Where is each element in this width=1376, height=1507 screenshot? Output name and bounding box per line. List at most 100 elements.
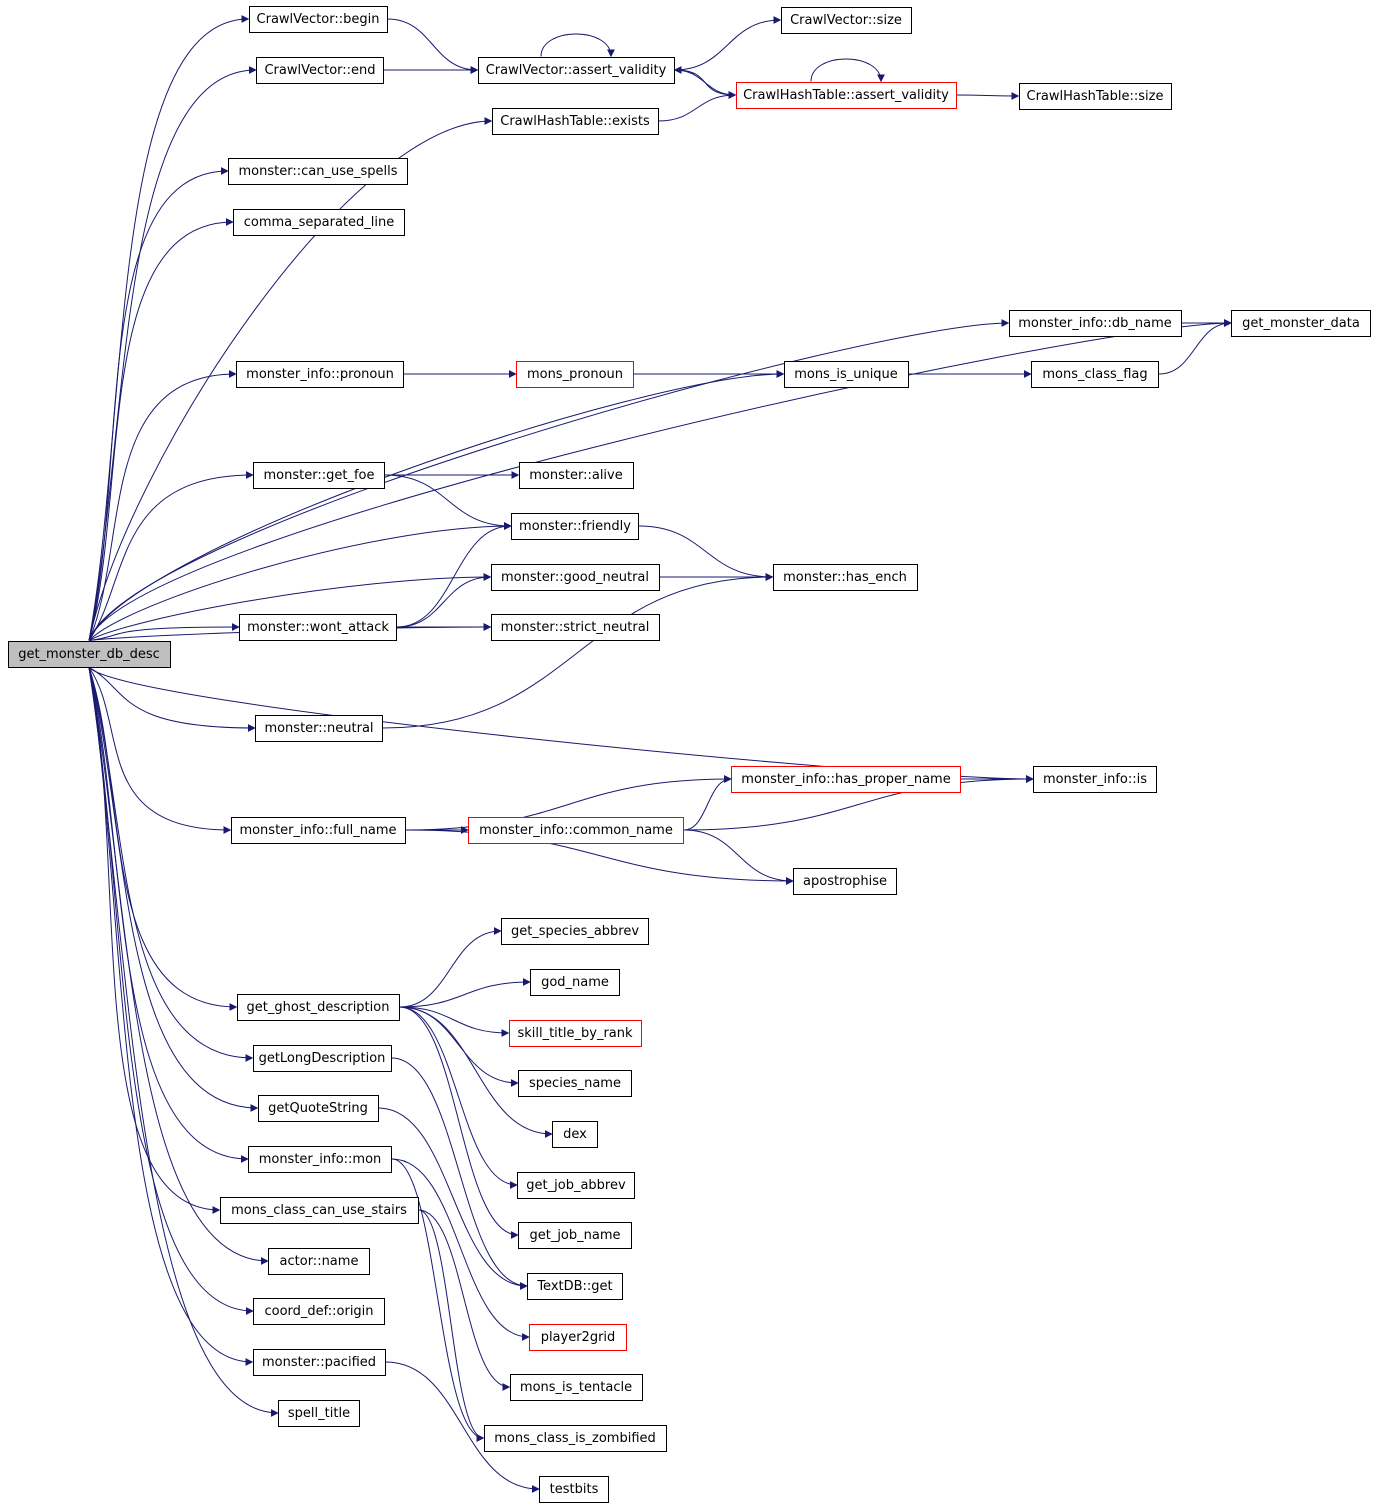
node-apostrophise[interactable]: apostrophise <box>793 867 897 895</box>
node-pacified[interactable]: monster::pacified <box>252 1348 386 1376</box>
node-strict-neutral[interactable]: monster::strict_neutral <box>490 613 660 641</box>
edge-cv-assert-to-cv-assert <box>540 33 615 58</box>
edge-pacified-to-testbits <box>385 1361 540 1493</box>
edge-root-to-spell-title <box>88 667 279 1417</box>
edge-root-to-comma-line <box>88 218 234 641</box>
node-player2grid[interactable]: player2grid <box>529 1323 627 1351</box>
node-dex[interactable]: dex <box>552 1120 598 1148</box>
edge-root-to-wont-attack <box>88 623 240 641</box>
node-cv-size[interactable]: CrawlVector::size <box>780 6 912 34</box>
node-cht-assert[interactable]: CrawlHashTable::assert_validity <box>735 81 957 109</box>
node-pronoun[interactable]: monster_info::pronoun <box>236 360 404 388</box>
node-textdb-get[interactable]: TextDB::get <box>527 1272 623 1300</box>
edge-root-to-pronoun <box>88 370 237 641</box>
node-mons-pronoun[interactable]: mons_pronoun <box>516 360 634 388</box>
node-cht-size[interactable]: CrawlHashTable::size <box>1018 82 1172 110</box>
edge-root-to-neutral <box>88 667 256 732</box>
edge-root-to-pacified <box>88 667 254 1366</box>
node-testbits[interactable]: testbits <box>539 1475 609 1503</box>
edge-root-to-mi-mon <box>88 667 249 1163</box>
node-actor-name[interactable]: actor::name <box>268 1247 370 1275</box>
node-good-neutral[interactable]: monster::good_neutral <box>490 563 660 591</box>
node-god-name[interactable]: god_name <box>530 968 620 996</box>
edge-root-to-can-use-spells <box>88 167 229 641</box>
node-coord-origin[interactable]: coord_def::origin <box>253 1297 385 1325</box>
edge-wont-attack-to-good-neutral <box>396 573 492 628</box>
node-friendly[interactable]: monster::friendly <box>511 512 639 540</box>
node-species-abbrev[interactable]: get_species_abbrev <box>501 917 649 945</box>
node-spell-title[interactable]: spell_title <box>278 1399 360 1427</box>
node-alive[interactable]: monster::alive <box>518 461 634 489</box>
edge-cht-assert-to-cht-size <box>956 91 1020 100</box>
edge-ghost-desc-to-dex <box>399 1006 553 1138</box>
node-job-abbrev[interactable]: get_job_abbrev <box>517 1171 635 1199</box>
edge-common-name-to-mi-is <box>683 775 1034 831</box>
edge-root-to-ghost-desc <box>88 667 238 1011</box>
node-neutral[interactable]: monster::neutral <box>255 714 383 742</box>
node-mi-is[interactable]: monster_info::is <box>1033 765 1157 793</box>
node-is-tentacle[interactable]: mons_is_tentacle <box>509 1373 643 1401</box>
node-get-foe[interactable]: monster::get_foe <box>253 461 385 489</box>
edge-ghost-desc-to-god-name <box>399 978 531 1008</box>
node-cv-end[interactable]: CrawlVector::end <box>256 56 384 84</box>
edge-cv-begin-to-cv-assert <box>387 18 479 74</box>
node-wont-attack[interactable]: monster::wont_attack <box>239 613 397 641</box>
node-cv-begin[interactable]: CrawlVector::begin <box>248 5 388 33</box>
node-quote-string[interactable]: getQuoteString <box>257 1094 379 1122</box>
edge-root-to-quote-string <box>88 667 259 1112</box>
node-species-name[interactable]: species_name <box>518 1069 632 1097</box>
node-cv-assert[interactable]: CrawlVector::assert_validity <box>477 56 675 84</box>
edge-quote-string-to-textdb-get <box>378 1107 528 1290</box>
node-comma-line[interactable]: comma_separated_line <box>233 208 405 236</box>
edge-root-to-coord-origin <box>88 667 254 1315</box>
node-ghost-desc[interactable]: get_ghost_description <box>236 993 400 1021</box>
edge-root-to-full-name <box>88 667 232 834</box>
edge-cv-assert-to-cv-size <box>674 16 782 71</box>
node-common-name[interactable]: monster_info::common_name <box>468 816 684 844</box>
node-mi-mon[interactable]: monster_info::mon <box>248 1145 392 1173</box>
edge-friendly-to-has-ench <box>638 525 774 581</box>
edge-mons-class-flag-to-get-monster-data <box>1158 319 1232 375</box>
node-get-monster-data[interactable]: get_monster_data <box>1231 309 1371 337</box>
edge-common-name-to-apostrophise <box>683 829 794 885</box>
edge-mi-mon-to-player2grid <box>391 1158 530 1341</box>
node-cht-exists[interactable]: CrawlHashTable::exists <box>491 107 659 135</box>
node-job-name[interactable]: get_job_name <box>518 1221 632 1249</box>
edge-get-foe-to-friendly <box>384 474 512 530</box>
node-is-zombified[interactable]: mons_class_is_zombified <box>483 1424 667 1452</box>
edge-root-to-good-neutral <box>88 573 492 641</box>
node-skill-title[interactable]: skill_title_by_rank <box>508 1019 642 1047</box>
node-mons-class-flag[interactable]: mons_class_flag <box>1031 360 1159 388</box>
node-full-name[interactable]: monster_info::full_name <box>230 816 406 844</box>
node-has-ench[interactable]: monster::has_ench <box>772 563 918 591</box>
edge-root-to-long-desc <box>88 667 254 1062</box>
edge-ghost-desc-to-job-abbrev <box>399 1006 518 1189</box>
edge-cht-assert-to-cv-assert <box>673 66 736 96</box>
edge-ghost-desc-to-skill-title <box>399 1006 510 1037</box>
edge-use-stairs-to-is-tentacle <box>418 1209 511 1391</box>
edge-root-to-actor-name <box>88 667 269 1265</box>
edge-ghost-desc-to-job-name <box>399 1006 519 1239</box>
node-root[interactable]: get_monster_db_desc <box>7 640 171 668</box>
node-use-stairs[interactable]: mons_class_can_use_stairs <box>219 1196 419 1224</box>
edge-root-to-use-stairs <box>88 667 221 1214</box>
edge-long-desc-to-textdb-get <box>391 1057 528 1290</box>
edge-root-to-cht-exists <box>88 117 493 641</box>
edge-mi-mon-to-is-zombified <box>391 1158 485 1442</box>
edge-ghost-desc-to-species-abbrev <box>399 927 502 1008</box>
node-has-proper-name[interactable]: monster_info::has_proper_name <box>731 765 961 793</box>
node-long-desc[interactable]: getLongDescription <box>252 1044 392 1072</box>
node-db-name[interactable]: monster_info::db_name <box>1008 309 1182 337</box>
edge-root-to-cv-begin <box>88 15 250 641</box>
node-mons-is-unique[interactable]: mons_is_unique <box>783 360 909 388</box>
edge-wont-attack-to-friendly <box>396 522 512 628</box>
edge-root-to-mi-is <box>88 667 1034 783</box>
edge-cht-exists-to-cht-assert <box>658 91 737 122</box>
edge-root-to-mons-is-unique <box>88 370 785 641</box>
node-can-use-spells[interactable]: monster::can_use_spells <box>228 157 408 185</box>
edge-common-name-to-has-proper-name <box>683 775 732 831</box>
edge-neutral-to-has-ench <box>382 573 774 729</box>
edge-root-to-get-foe <box>88 471 254 641</box>
